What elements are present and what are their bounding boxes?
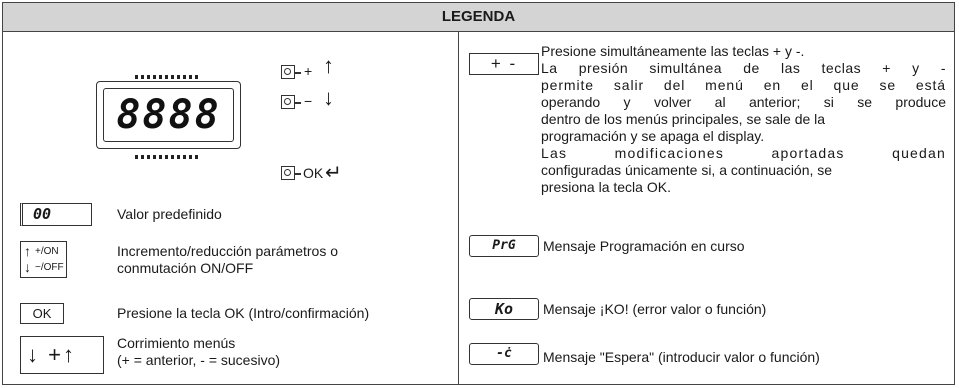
key-ok-label: OK bbox=[303, 165, 324, 181]
plus-minus-symbol: + - bbox=[469, 53, 539, 75]
display-screen: 8888 bbox=[103, 88, 234, 142]
default-value-symbol: 00 bbox=[20, 203, 92, 226]
programming-text: Mensaje Programación en curso bbox=[543, 238, 745, 254]
scroll-menu-symbol: ↓ +↑ bbox=[20, 336, 104, 374]
ok-key-text: Presione la tecla OK (Intro/confirmación… bbox=[117, 305, 370, 321]
up-arrow-icon: ↑ bbox=[24, 243, 31, 259]
display-top-pins bbox=[135, 75, 199, 79]
wait-text: Mensaje "Espera" (introducir valor o fun… bbox=[543, 349, 820, 365]
down-arrow-icon: ↓ bbox=[323, 85, 334, 110]
wait-symbol: -ċ bbox=[469, 343, 539, 365]
key-plus-icon bbox=[281, 65, 295, 79]
plus-minus-description: Presione simultáneamente las teclas + y … bbox=[541, 43, 946, 195]
ok-key-symbol: OK bbox=[20, 303, 64, 324]
increment-decrement-symbol: ↑ +/ON ↓ −/OFF bbox=[20, 241, 67, 278]
display-bottom-pins bbox=[135, 155, 199, 159]
display-illustration: 8888 bbox=[96, 81, 241, 149]
up-arrow-icon: ↑ bbox=[323, 53, 334, 78]
legend-header: LEGENDA bbox=[3, 3, 954, 32]
scroll-menu-text-line2: (+ = anterior, - = sucesivo) bbox=[117, 352, 281, 368]
default-value-text: Valor predefinido bbox=[117, 206, 222, 222]
programming-symbol: PrG bbox=[469, 235, 539, 257]
increment-text-line1: Incremento/reducción parámetros o bbox=[117, 243, 338, 259]
ko-text: Mensaje ¡KO! (error valor o función) bbox=[543, 301, 767, 317]
key-minus-icon bbox=[281, 95, 295, 109]
column-divider bbox=[458, 31, 459, 384]
increment-text-line2: conmutación ON/OFF bbox=[117, 260, 254, 276]
key-minus-label: − bbox=[304, 93, 313, 109]
display-digits: 8888 bbox=[116, 92, 221, 138]
enter-arrow-icon: ↵ bbox=[325, 162, 342, 184]
down-arrow-icon: ↓ bbox=[24, 259, 31, 275]
key-ok-icon bbox=[281, 166, 295, 180]
ko-symbol: Ko bbox=[469, 298, 539, 320]
key-plus-label: + bbox=[304, 63, 313, 79]
scroll-menu-text-line1: Corrimiento menús bbox=[117, 335, 236, 351]
